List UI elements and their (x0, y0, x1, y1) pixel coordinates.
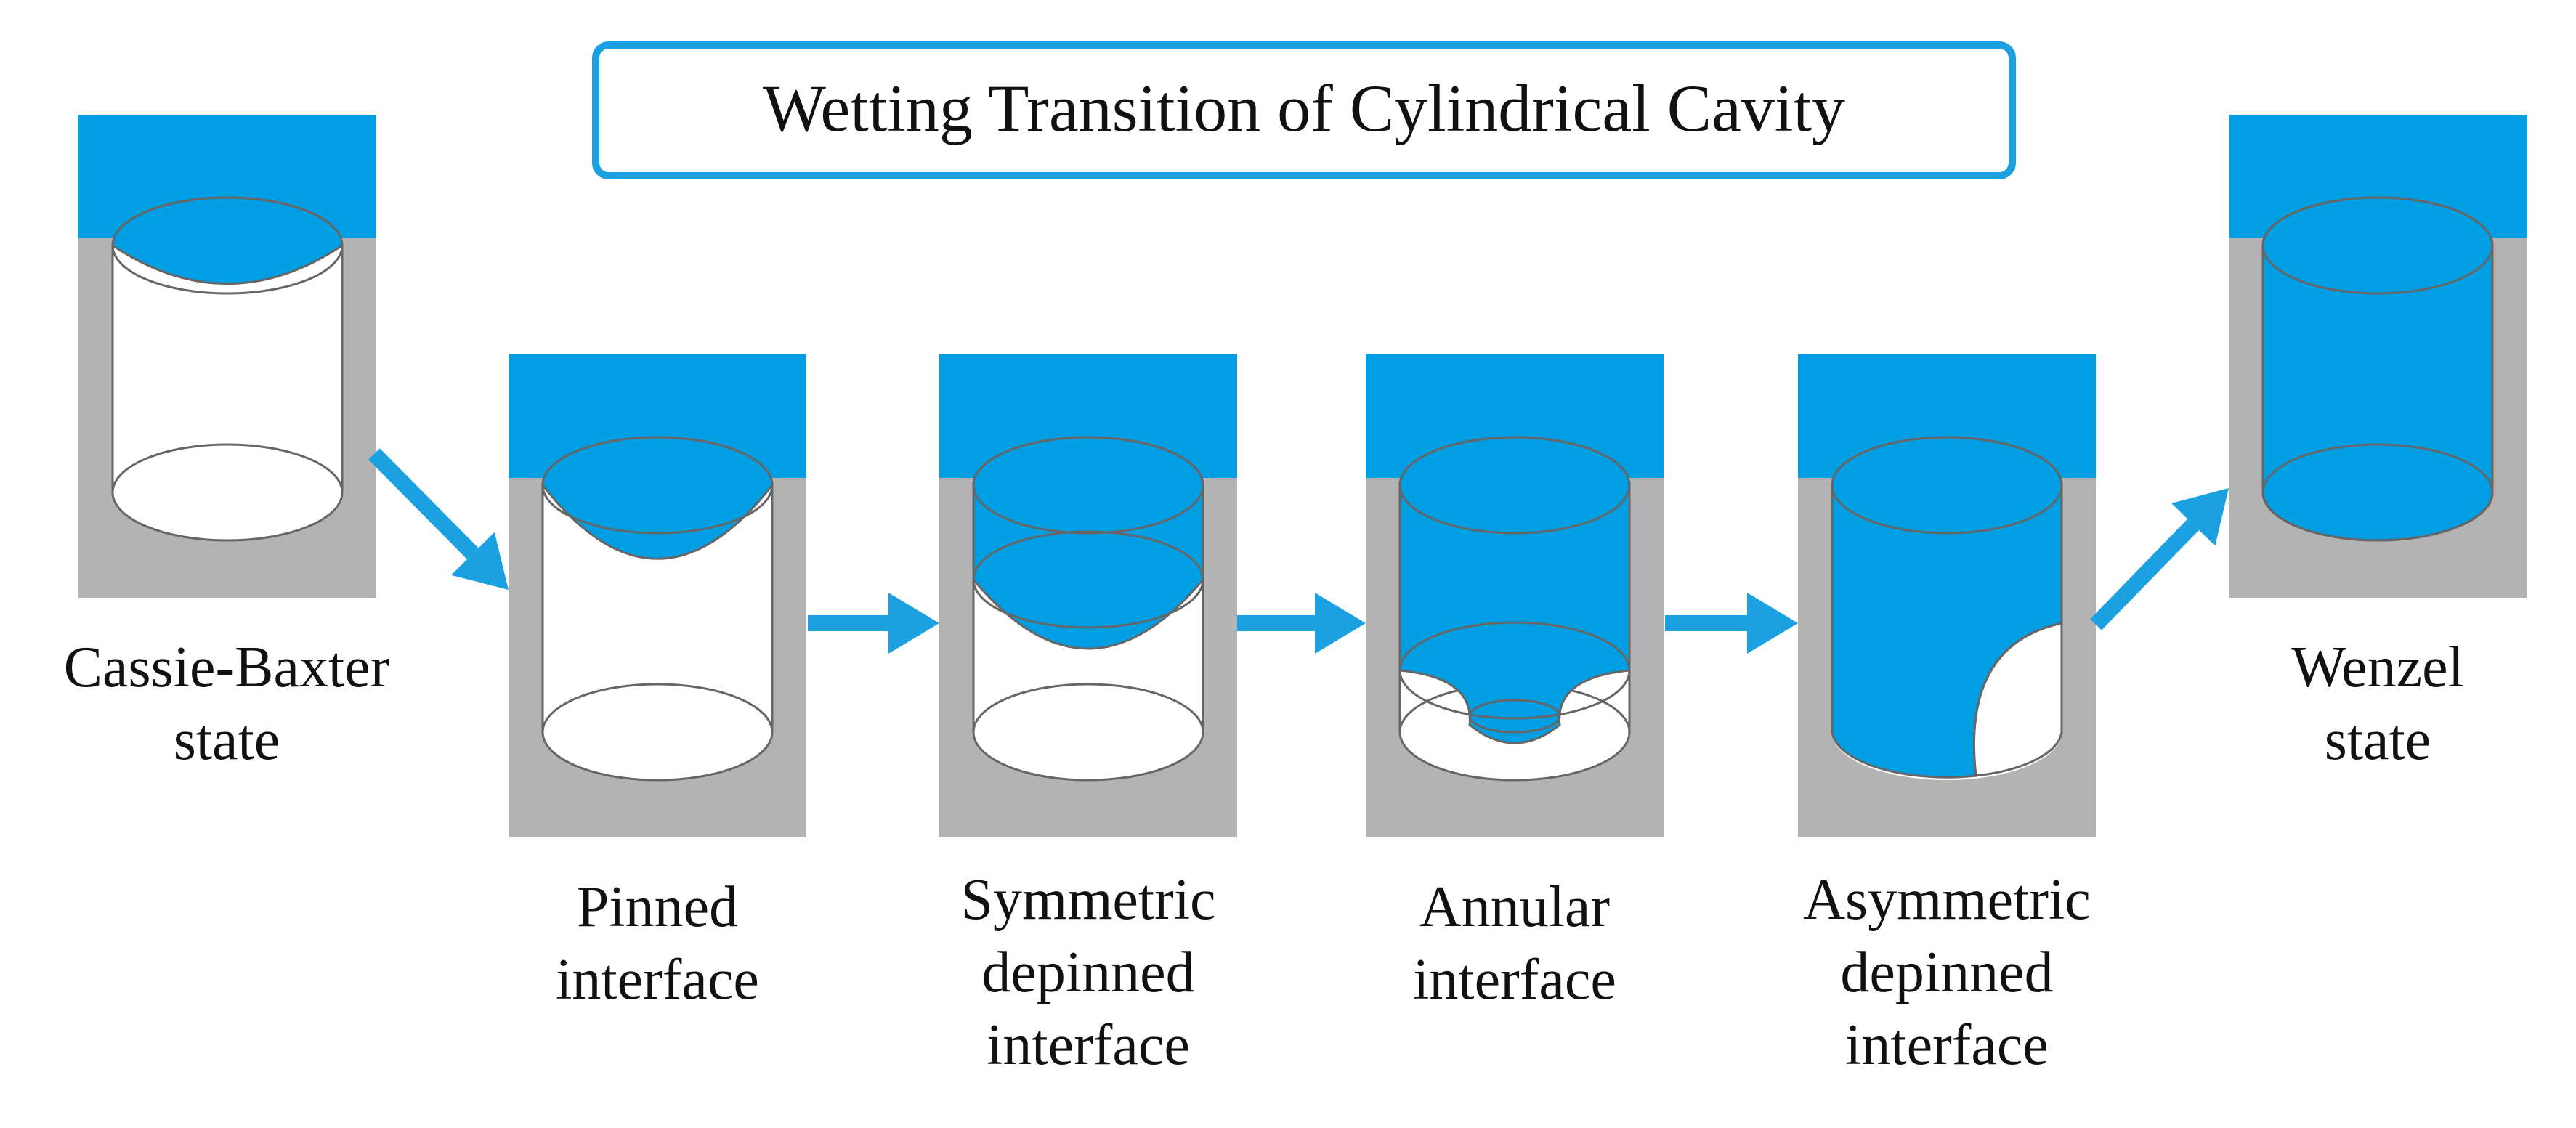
cavity-symmetric-depinned (939, 354, 1237, 837)
label-line: depinned (981, 941, 1194, 1005)
label-line: interface (1845, 1013, 2049, 1077)
label-line: interface (1413, 948, 1616, 1012)
title-frame (592, 41, 2016, 179)
label-line: Annular (1419, 875, 1610, 939)
label-line: Symmetric (960, 868, 1215, 932)
cavity-cassie-baxter (78, 115, 376, 598)
label-wenzel: Wenzel state (2291, 636, 2464, 772)
label-line: Wenzel (2291, 636, 2464, 699)
cavity-rim (972, 436, 1204, 535)
cavity-rim (541, 436, 774, 535)
cavity-bottom (111, 443, 344, 542)
cavity-rim (1831, 436, 2063, 535)
arrow-head (450, 532, 509, 590)
label-pinned: Pinned interface (556, 875, 759, 1012)
label-annular: Annular interface (1413, 875, 1616, 1012)
arrow-head (888, 593, 939, 654)
water-filled-cavity (2261, 196, 2494, 542)
label-line: Cassie-Baxter (64, 636, 390, 699)
label-line: state (2325, 708, 2431, 772)
dry-region (1973, 622, 2063, 777)
arrow-symmetric-to-annular (1237, 593, 1366, 654)
cavity-annular (1366, 354, 1664, 837)
cavity-bottom (541, 683, 774, 782)
cavity-bottom (972, 683, 1204, 782)
label-cassie-baxter: Cassie-Baxter state (64, 636, 390, 772)
arrow-head (1315, 593, 1366, 654)
label-line: interface (556, 948, 759, 1012)
cavity-rim (2261, 196, 2494, 295)
arrow-head (2171, 488, 2229, 546)
arrow-cassie-to-pinned (368, 448, 509, 590)
label-line: depinned (1840, 941, 2053, 1005)
arrow-pinned-to-symmetric (808, 593, 939, 654)
title-box: Wetting Transition of Cylindrical Cavity (592, 41, 2016, 179)
arrow-shaft (368, 448, 479, 559)
cavity-rim (1398, 436, 1631, 535)
transition-arrows (368, 448, 2229, 654)
arrow-shaft (2090, 519, 2200, 630)
arrow-asymmetric-to-wenzel (2090, 488, 2229, 630)
label-symmetric-depinned: Symmetric depinned interface (960, 868, 1215, 1077)
label-line: interface (987, 1013, 1190, 1077)
stages (78, 115, 2527, 837)
cavity-asymmetric-depinned (1798, 354, 2096, 837)
label-line: state (174, 708, 280, 772)
cavity-rim (111, 196, 344, 295)
cavity-wenzel (2229, 115, 2527, 598)
arrow-annular-to-asymmetric (1665, 593, 1798, 654)
label-line: Asymmetric (1803, 868, 2090, 932)
contact-line (1398, 621, 1631, 720)
label-line: Pinned (577, 875, 738, 939)
diagram-title: Wetting Transition of Cylindrical Cavity (763, 71, 1845, 145)
annular-neck (1468, 699, 1561, 734)
cavity-pinned (509, 354, 806, 837)
cavity-bottom (2261, 443, 2494, 542)
arrow-head (1747, 593, 1798, 654)
contact-line (972, 530, 1204, 629)
label-asymmetric-depinned: Asymmetric depinned interface (1803, 868, 2090, 1077)
